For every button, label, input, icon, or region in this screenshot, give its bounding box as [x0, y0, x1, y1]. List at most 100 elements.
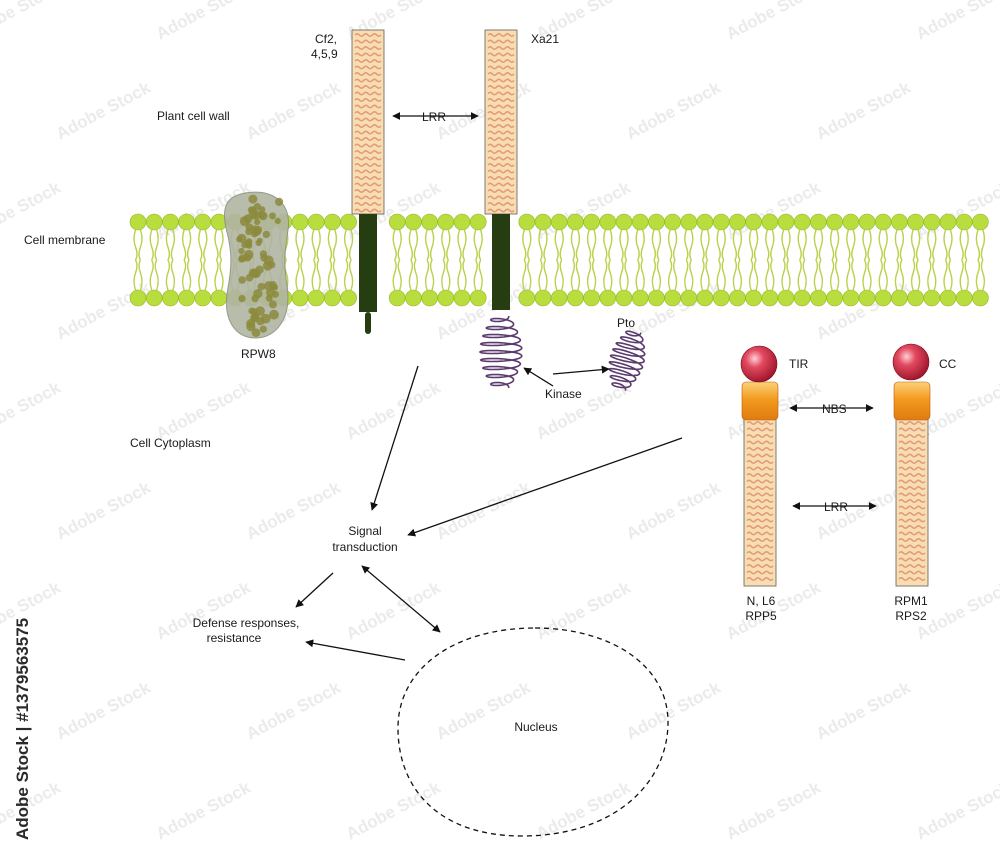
lipid-tail [462, 259, 467, 291]
lipid-tail [716, 259, 721, 291]
lipid-head [583, 213, 600, 231]
lrr-repeat [354, 85, 382, 89]
lipid-tail [684, 259, 689, 291]
lipid-tail [651, 229, 657, 261]
lipid-tail [635, 259, 640, 291]
lipid-tail [478, 229, 483, 261]
lipid-head [923, 289, 941, 307]
lipid-head [388, 213, 406, 231]
xa21-receptor [478, 29, 523, 389]
lrr-repeat [487, 169, 515, 174]
watermark-text: Adobe Stock [913, 778, 1000, 844]
lipid-tail [343, 259, 349, 291]
lipid-head [826, 289, 843, 307]
rpw8-granule [253, 228, 261, 236]
lipid-head [129, 213, 147, 231]
lipid-tail [170, 229, 176, 261]
lrr-repeat [354, 98, 382, 102]
lipid-tail [851, 229, 856, 261]
rpw8-granule [259, 325, 267, 333]
lrr-repeat [898, 518, 926, 523]
tir-label: TIR [789, 357, 809, 371]
lipid-tail [667, 259, 673, 291]
rpw8-granule [246, 319, 256, 328]
cf2-cytoplasmic-tail [365, 312, 371, 334]
lrr-repeat [354, 143, 382, 148]
cf2-transmembrane-domain [359, 214, 377, 312]
lrr-repeat [746, 479, 774, 484]
lipid-head [874, 213, 892, 231]
lipid-head [421, 289, 438, 307]
lipid-tail [834, 229, 840, 261]
cf2-label: Cf2, [315, 32, 337, 46]
lipid-tail [624, 259, 629, 291]
lipid-tail [705, 259, 710, 291]
lipid-tail [975, 259, 981, 291]
lipid-tail [748, 229, 754, 261]
rpw8-protein [223, 191, 290, 339]
lrr-repeat [354, 78, 382, 83]
lipid-tail [219, 229, 224, 261]
lipid-head [550, 213, 568, 231]
lipid-tail [716, 229, 721, 261]
lipid-tail [765, 229, 770, 261]
lipid-tail [397, 259, 402, 291]
lipid-head [518, 213, 536, 231]
rpw8-label: RPW8 [241, 347, 276, 361]
cf2-label-line2: 4,5,9 [311, 47, 338, 61]
lipid-tail [149, 229, 154, 261]
lipid-tail [327, 259, 333, 291]
watermark-text: Adobe Stock [243, 78, 344, 144]
lrr-repeat [898, 440, 926, 445]
lrr-repeat [354, 111, 382, 115]
rpm1-label-line1: RPM1 [894, 594, 928, 608]
lipid-head [858, 213, 876, 231]
lipid-tail [700, 259, 705, 291]
lrr-repeat [898, 551, 926, 555]
defense-responses-label-line1: Defense responses, [193, 616, 300, 630]
lipid-head [745, 213, 762, 231]
watermark-text: Adobe Stock [813, 78, 914, 144]
lipid-head [891, 289, 908, 307]
rpw8-granule [258, 211, 266, 219]
lrr-repeat [487, 208, 515, 213]
watermark-text: Adobe Stock [243, 678, 344, 744]
lipid-head [178, 213, 195, 231]
lrr-repeat [898, 434, 926, 438]
lrr-repeat [898, 479, 926, 484]
lipid-tail [446, 259, 451, 291]
rpw8-granule [268, 281, 277, 290]
lipid-tail [635, 229, 640, 261]
cc-nbs-domain [893, 381, 931, 421]
lrr-repeat [898, 557, 926, 562]
lipid-tail [948, 259, 953, 291]
lipid-tail [640, 229, 645, 261]
watermark-text: Adobe Stock [0, 578, 64, 644]
lipid-tail [781, 259, 786, 291]
lipid-tail [198, 229, 203, 261]
rpw8-granule [260, 313, 271, 324]
watermark-text: Adobe Stock [153, 378, 254, 444]
lipid-tail [834, 259, 840, 291]
lrr-repeat [746, 525, 774, 529]
lipid-tail [181, 229, 187, 261]
lipid-tail [910, 229, 916, 261]
lipid-head [145, 213, 163, 231]
signal-transduction-label-line2: transduction [332, 540, 397, 554]
lipid-tail [672, 259, 678, 291]
lrr-repeat [746, 505, 774, 510]
watermark-text: Adobe Stock [723, 0, 824, 44]
lrr-repeat [354, 202, 382, 206]
lipid-tail [316, 229, 321, 261]
lipid-tail [818, 259, 824, 291]
lipid-tail [570, 259, 576, 291]
lrr-repeat [487, 78, 515, 83]
watermark-text: Adobe Stock [623, 478, 724, 544]
lrr-repeat [746, 538, 774, 542]
lrr-repeat [487, 104, 515, 109]
lrr-repeat [898, 499, 926, 503]
lipid-tail [619, 229, 624, 261]
nbs-lrr-to-signal-arrow [407, 437, 683, 537]
lipid-tail [473, 259, 478, 291]
lipid-head [405, 213, 422, 231]
